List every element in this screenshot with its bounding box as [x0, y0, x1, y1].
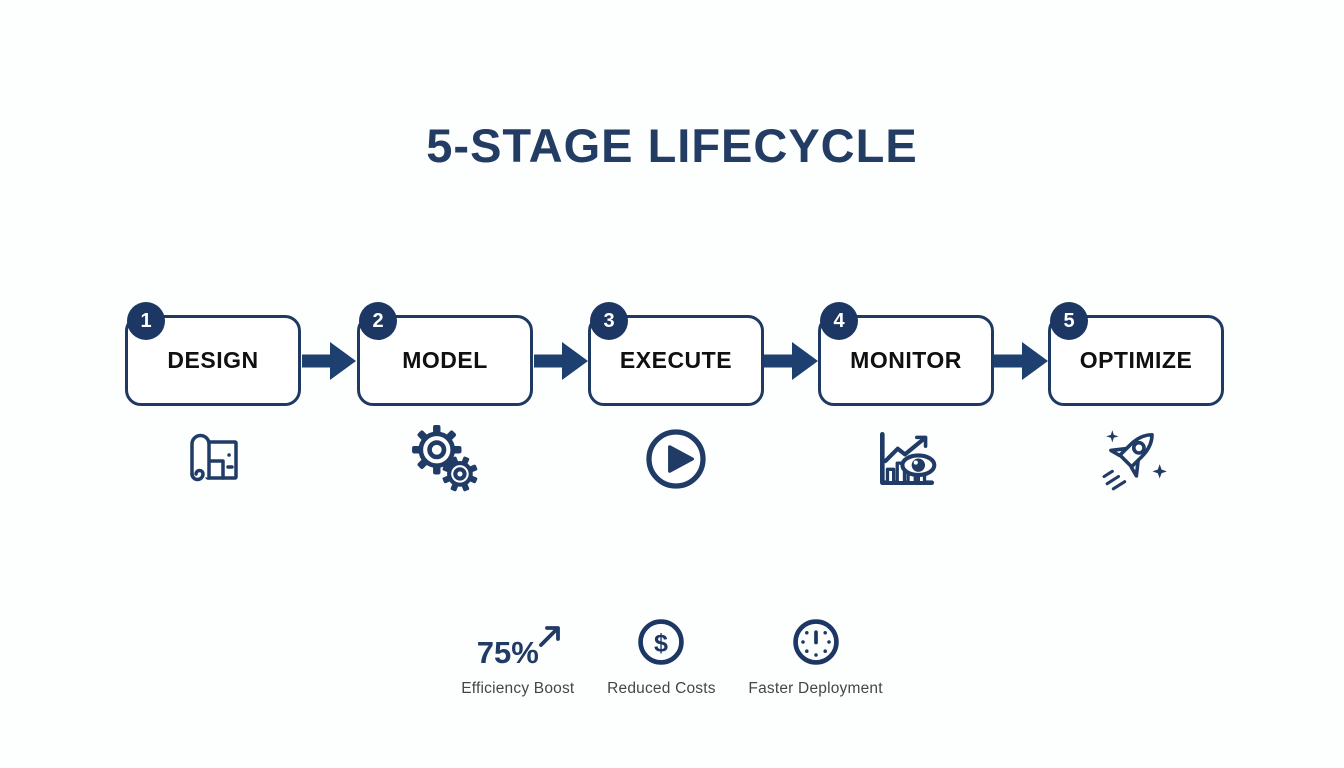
rocket-icon	[1100, 423, 1172, 495]
stage-number-badge: 2	[359, 302, 397, 340]
dollar-circle-icon: $	[635, 612, 687, 668]
stage-execute: 3 EXECUTE	[588, 302, 764, 406]
stats-row: 75% Efficiency Boost $ Reduced Costs	[0, 612, 1344, 698]
stage-label: DESIGN	[167, 347, 259, 373]
stage-box: MONITOR	[818, 315, 994, 406]
stage-label: MODEL	[402, 347, 488, 373]
stage-optimize: 5 OPTIMIZE	[1048, 302, 1224, 406]
stage-number-badge: 1	[127, 302, 165, 340]
stage-model: 2 MODEL	[357, 302, 533, 406]
stat-label: Faster Deployment	[748, 680, 883, 697]
gears-icon	[409, 423, 481, 495]
stat-deployment: Faster Deployment	[748, 612, 883, 698]
stat-figure: 75%	[476, 612, 560, 670]
flow-arrow-icon	[764, 342, 818, 380]
stage-number-badge: 4	[820, 302, 858, 340]
stage-number-badge: 3	[590, 302, 628, 340]
stage-box: DESIGN	[125, 315, 301, 406]
stage-label: OPTIMIZE	[1079, 347, 1193, 373]
stage-label: MONITOR	[850, 347, 962, 373]
stage-design: 1 DESIGN	[125, 302, 301, 406]
flow-arrow-icon	[302, 342, 356, 380]
stat-efficiency: 75% Efficiency Boost	[461, 612, 574, 698]
arrow-up-right-icon	[538, 626, 560, 647]
stage-monitor: 4 MONITOR	[818, 302, 994, 406]
stage-box: MODEL	[357, 315, 533, 406]
play-icon	[640, 423, 712, 495]
stage-number-badge: 5	[1050, 302, 1088, 340]
stat-label: Reduced Costs	[607, 680, 716, 697]
svg-text:$: $	[654, 629, 668, 657]
blueprint-icon	[177, 423, 249, 495]
chart-eye-icon	[870, 423, 942, 495]
flow-arrow-icon	[534, 342, 588, 380]
stat-costs: $ Reduced Costs	[606, 612, 716, 698]
stat-label: Efficiency Boost	[461, 680, 575, 697]
clock-icon	[790, 612, 842, 668]
stage-label: EXECUTE	[619, 347, 733, 373]
stat-value: 75%	[476, 635, 539, 670]
page-title: 5-STAGE LIFECYCLE	[426, 119, 918, 172]
flow-arrow-icon	[994, 342, 1048, 380]
